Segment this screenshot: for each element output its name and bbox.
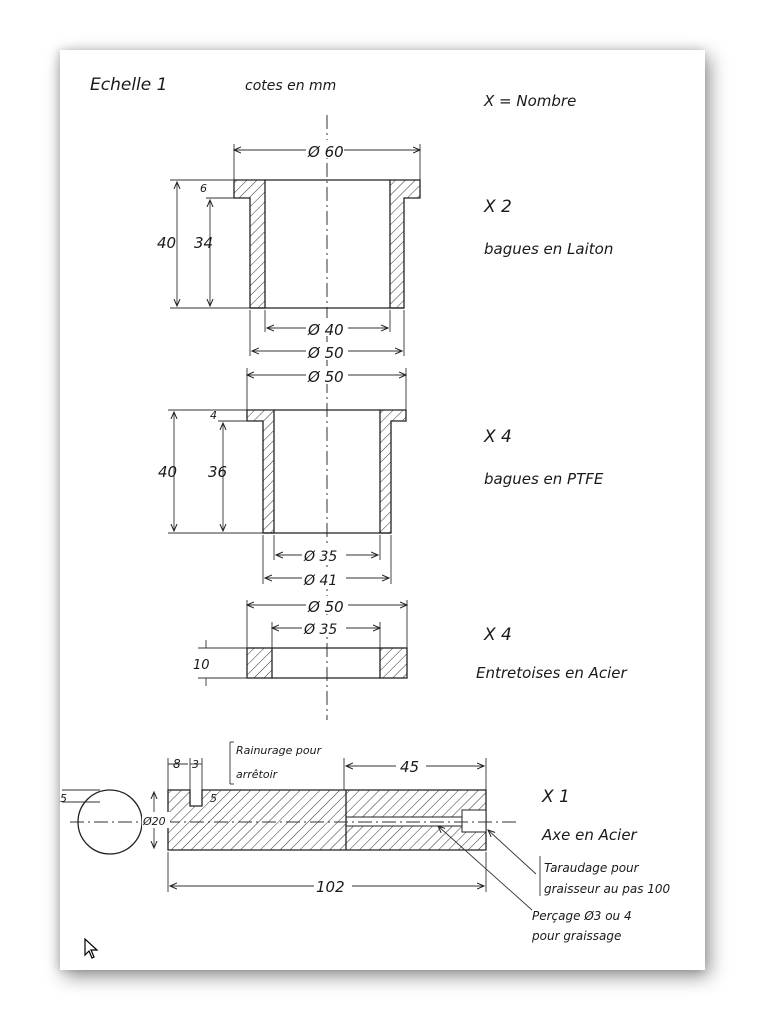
p1-flange: 6 (200, 182, 207, 195)
p4-groove-offset: 8 (173, 757, 181, 771)
p1-desc: bagues en Laiton (484, 240, 613, 258)
units-label: cotes en mm (245, 78, 336, 94)
p1-height: 40 (157, 234, 176, 252)
p2-od-flange: Ø 50 (307, 368, 344, 386)
p1-bore: Ø 40 (307, 321, 344, 339)
scale-label: Echelle 1 (90, 75, 167, 95)
p4-diameter: Ø20 (142, 815, 166, 828)
drawing-sheet: Echelle 1 cotes en mm X = Nombre Ø 60 40… (60, 50, 705, 970)
p2-desc: bagues en PTFE (484, 470, 604, 488)
part-steel-spacer: Ø 50 Ø 35 10 X 4 Entretoises en Acier (193, 596, 628, 686)
p4-drill-note-1: Perçage Ø3 ou 4 (532, 909, 632, 923)
p3-bore: Ø 35 (303, 622, 337, 638)
p4-bore-length: 45 (400, 758, 419, 776)
p2-qty: X 4 (483, 427, 512, 447)
p3-thickness: 10 (193, 658, 210, 673)
p4-section-circle (77, 789, 143, 855)
p4-length: 102 (316, 878, 345, 896)
p4-tap-note-2: graisseur au pas 100 (544, 882, 671, 896)
p3-desc: Entretoises en Acier (476, 664, 628, 682)
p2-inner-height: 36 (208, 463, 227, 481)
p4-desc: Axe en Acier (541, 826, 638, 844)
p4-flat: 5 (60, 792, 67, 805)
p2-flange: 4 (210, 409, 217, 422)
p4-drill-note-2: pour graissage (531, 929, 621, 943)
legend-label: X = Nombre (483, 92, 576, 110)
technical-drawing: Echelle 1 cotes en mm X = Nombre Ø 60 40… (60, 75, 671, 943)
p3-qty: X 4 (483, 625, 512, 645)
p4-qty: X 1 (541, 787, 570, 807)
p1-qty: X 2 (483, 197, 512, 217)
p4-tap-note-1: Taraudage pour (544, 861, 640, 875)
p1-od-flange: Ø 60 (307, 143, 344, 161)
p1-od-body: Ø 50 (307, 344, 344, 362)
p4-groove-width: 3 (192, 758, 199, 771)
p2-bore: Ø 35 (303, 549, 337, 565)
part-brass-bushing: Ø 60 40 34 6 Ø 40 Ø 50 X 2 bagues en Lai… (157, 140, 613, 362)
part-ptfe-bushing: Ø 50 40 36 4 Ø 35 Ø 41 X 4 bagues en PTF… (158, 366, 604, 589)
p3-od: Ø 50 (307, 598, 344, 616)
p2-height: 40 (158, 463, 177, 481)
p4-groove-note-1: Rainurage pour (236, 744, 323, 757)
p4-groove-note-2: arrêtoir (236, 768, 279, 781)
p1-inner-height: 34 (194, 234, 213, 252)
mouse-pointer-icon (84, 938, 99, 959)
p2-od-body: Ø 41 (303, 573, 337, 589)
part-steel-shaft: 8 3 5 Rainurage pour arrêtoir 45 5 Ø20 1… (60, 741, 671, 943)
